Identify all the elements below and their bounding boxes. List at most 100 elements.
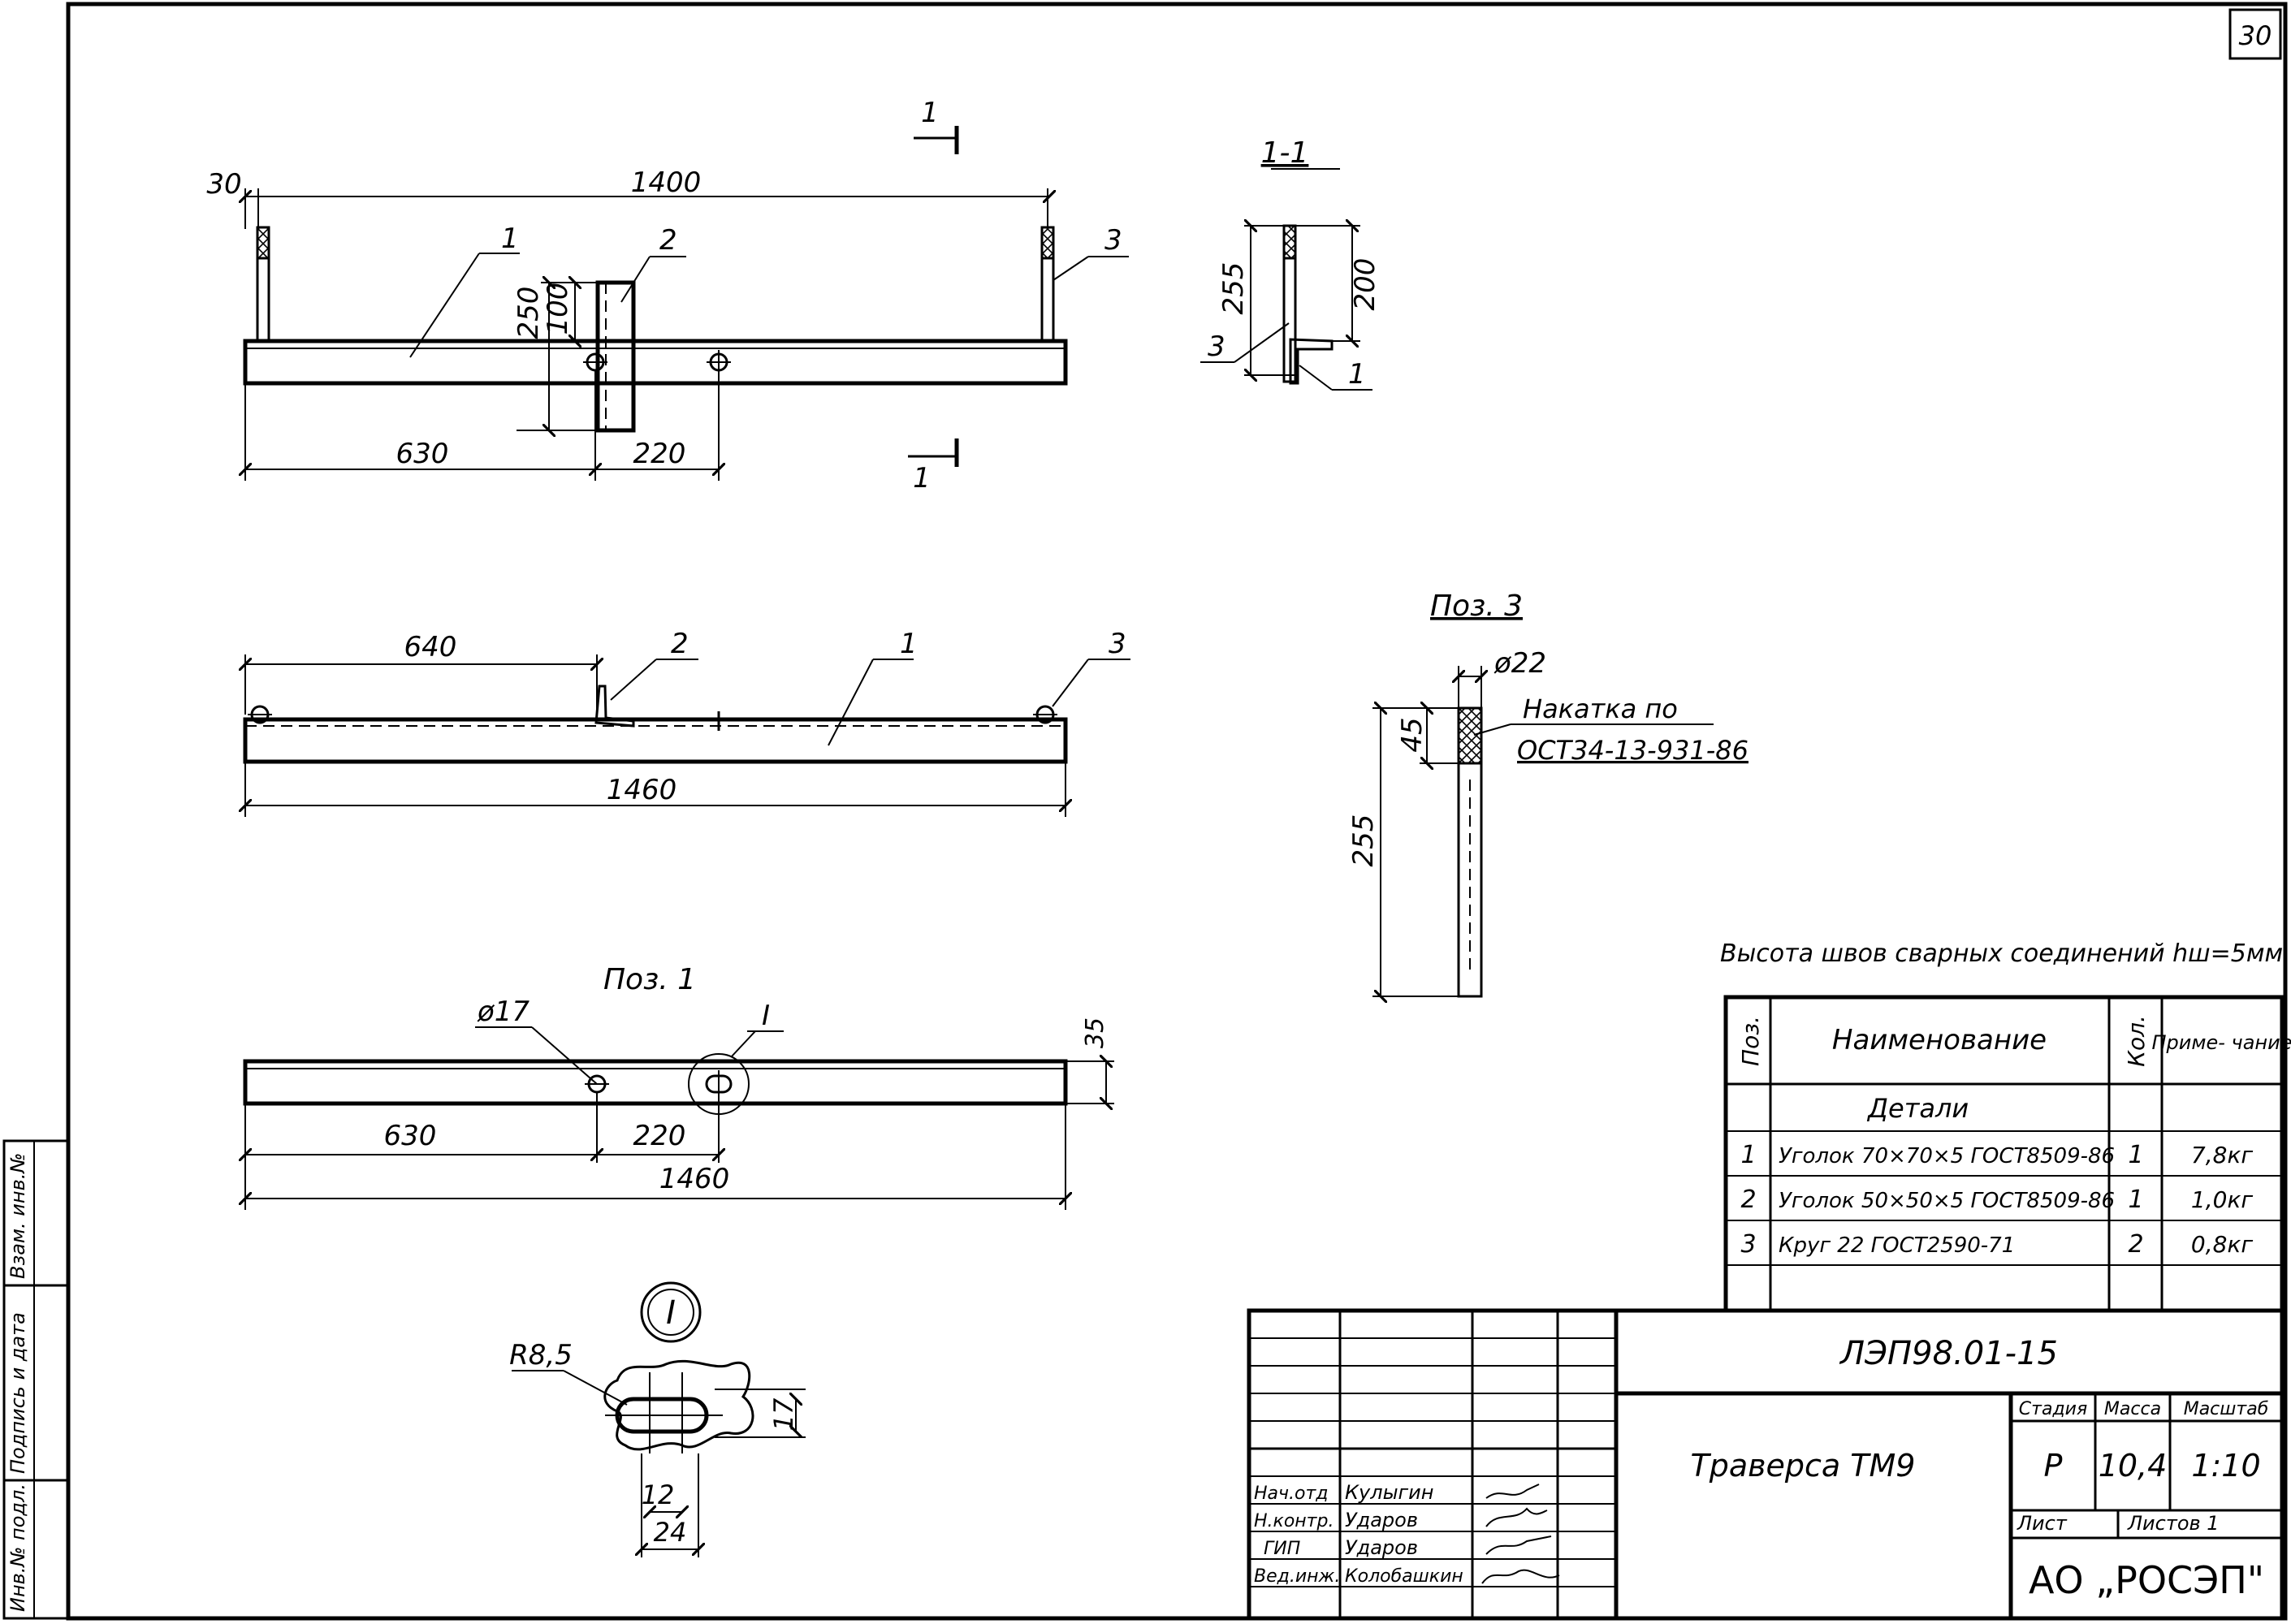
staff-role: Нач.отд [1254, 1484, 1329, 1504]
signature [1481, 1569, 1560, 1584]
stage-label: Стадия [2019, 1399, 2087, 1419]
spec-row-qty: 1 [2128, 1141, 2143, 1169]
front-callout-1: 1 [501, 222, 519, 255]
pos1-hole: ø17 [477, 996, 530, 1028]
pos3-view: Поз. 3 ø22 45 255 Накатка по ОСТ34-13-93… [1347, 590, 1749, 996]
pos3-title: Поз. 3 [1430, 590, 1523, 623]
doc-code: ЛЭП98.01-15 [1839, 1335, 2058, 1372]
spec-row: 2 Уголок 50×50×5 ГОСТ8509-86 1 1,0кг [1740, 1186, 2253, 1214]
spec-header-note: Приме- чание [2152, 1031, 2291, 1054]
spec-row-name: Круг 22 ГОСТ2590-71 [1779, 1233, 2015, 1258]
spec-row-qty: 1 [2128, 1186, 2143, 1214]
spec-row-note: 0,8кг [2191, 1231, 2253, 1258]
spec-row-pos: 2 [1740, 1186, 1756, 1214]
dim-1400: 1400 [631, 166, 702, 199]
spec-header-qty: Кол. [2123, 1015, 2150, 1067]
pos3-length: 255 [1347, 814, 1380, 867]
staff-row: Н.контр. Ударов [1254, 1509, 1418, 1531]
side-stamp-sign: Подпись и дата [6, 1312, 29, 1474]
dim-30: 30 [206, 168, 241, 201]
front-callout-2: 2 [659, 224, 677, 257]
spec-header-pos: Поз. [1737, 1016, 1764, 1066]
company-name: АО „РОСЭП" [2029, 1558, 2264, 1602]
pos3-dia: ø22 [1493, 647, 1546, 680]
staff-role: Н.контр. [1254, 1511, 1334, 1531]
section-dim-255: 255 [1217, 262, 1250, 315]
pos3-note-2: ОСТ34-13-931-86 [1517, 735, 1749, 766]
sheet-number-box: 30 [2228, 8, 2282, 60]
drawing-title: Траверса ТМ9 [1691, 1448, 1916, 1484]
pos1-view: Поз. 1 ø17 I 35 630 220 1460 [245, 963, 1114, 1210]
top-callout-1: 1 [900, 628, 918, 660]
front-callout-3: 3 [1104, 224, 1122, 257]
pos1-detail-ref: I [762, 1000, 770, 1032]
detail-slot-w: 24 [654, 1517, 687, 1548]
spec-section: Детали [1866, 1093, 1969, 1124]
spec-row-pos: 1 [1740, 1141, 1756, 1169]
top-view: 640 1460 2 1 3 [245, 628, 1130, 817]
staff-name: Ударов [1345, 1509, 1418, 1531]
staff-row: ГИП Ударов [1264, 1536, 1418, 1559]
staff-role: Вед.инж. [1254, 1566, 1340, 1587]
pos1-dim-220: 220 [633, 1120, 686, 1152]
detail-view: I R8,5 17 12 24 [509, 1281, 806, 1557]
pos3-note-1: Накатка по [1523, 693, 1678, 724]
spec-row: 3 Круг 22 ГОСТ2590-71 2 0,8кг [1740, 1230, 2253, 1259]
side-stamp: Инв.№ подл. Подпись и дата Взам. инв.№ [2, 1139, 70, 1620]
sheets-label: Листов 1 [2127, 1512, 2220, 1535]
section-callout-1: 1 [1348, 358, 1366, 391]
outer-frame [66, 2, 2288, 1621]
spec-row-qty: 2 [2128, 1230, 2143, 1259]
side-stamp-inv: Инв.№ подл. [6, 1484, 29, 1612]
detail-label: I [666, 1294, 676, 1332]
mass-value: 10,4 [2099, 1448, 2168, 1484]
top-callout-3: 3 [1109, 628, 1126, 660]
staff-row: Вед.инж. Колобашкин [1254, 1566, 1463, 1587]
detail-slot-h: 17 [768, 1397, 799, 1431]
staff-name: Кулыгин [1345, 1481, 1433, 1504]
mass-label: Масса [2104, 1399, 2161, 1419]
section-dim-200: 200 [1349, 258, 1381, 311]
detail-slot-inner: 12 [642, 1479, 675, 1510]
spec-row-name: Уголок 70×70×5 ГОСТ8509-86 [1779, 1144, 2115, 1168]
weld-note: Высота швов сварных соединений hш=5мм [1720, 939, 2283, 968]
section-mark-bottom: 1 [913, 462, 931, 495]
section-callout-3: 3 [1208, 330, 1225, 363]
stage-value: Р [2044, 1448, 2063, 1484]
spec-row-note: 7,8кг [2191, 1142, 2253, 1168]
section-mark-top: 1 [921, 97, 939, 129]
pos1-dim-630: 630 [384, 1120, 437, 1152]
section-view: 1-1 255 200 3 1 [1200, 136, 1381, 391]
spec-header-name: Наименование [1832, 1024, 2047, 1056]
side-stamp-replace: Взам. инв.№ [6, 1153, 29, 1279]
top-dim-640: 640 [404, 631, 457, 663]
pos1-dim-35: 35 [1081, 1017, 1109, 1048]
top-dim-1460: 1460 [607, 774, 677, 806]
spec-table: Поз. Наименование Кол. Приме- чание Дета… [1723, 995, 2291, 1313]
detail-radius: R8,5 [509, 1339, 573, 1371]
pos1-dim-1460: 1460 [659, 1163, 730, 1195]
top-callout-2: 2 [671, 628, 689, 660]
signature [1485, 1484, 1540, 1499]
dim-250: 250 [512, 287, 545, 339]
spec-row: 1 Уголок 70×70×5 ГОСТ8509-86 1 7,8кг [1740, 1141, 2253, 1169]
title-block: Нач.отд Кулыгин Н.контр. Ударов ГИП Удар… [1247, 1308, 2285, 1621]
spec-row-pos: 3 [1740, 1230, 1756, 1259]
spec-row-note: 1,0кг [2191, 1186, 2253, 1213]
section-title: 1-1 [1261, 136, 1309, 170]
signature [1485, 1507, 1548, 1527]
signature [1485, 1535, 1552, 1555]
pos3-knurl-len: 45 [1396, 717, 1429, 752]
staff-name: Ударов [1345, 1536, 1418, 1559]
staff-row: Нач.отд Кулыгин [1254, 1481, 1433, 1504]
spec-row-name: Уголок 50×50×5 ГОСТ8509-86 [1779, 1189, 2115, 1213]
dim-100: 100 [542, 283, 574, 335]
scale-value: 1:10 [2191, 1448, 2260, 1484]
staff-name: Колобашкин [1345, 1566, 1463, 1587]
staff-role: ГИП [1264, 1539, 1300, 1559]
dim-630: 630 [396, 438, 449, 470]
sheet-label: Лист [2017, 1512, 2068, 1535]
sheet-number: 30 [2239, 20, 2272, 51]
